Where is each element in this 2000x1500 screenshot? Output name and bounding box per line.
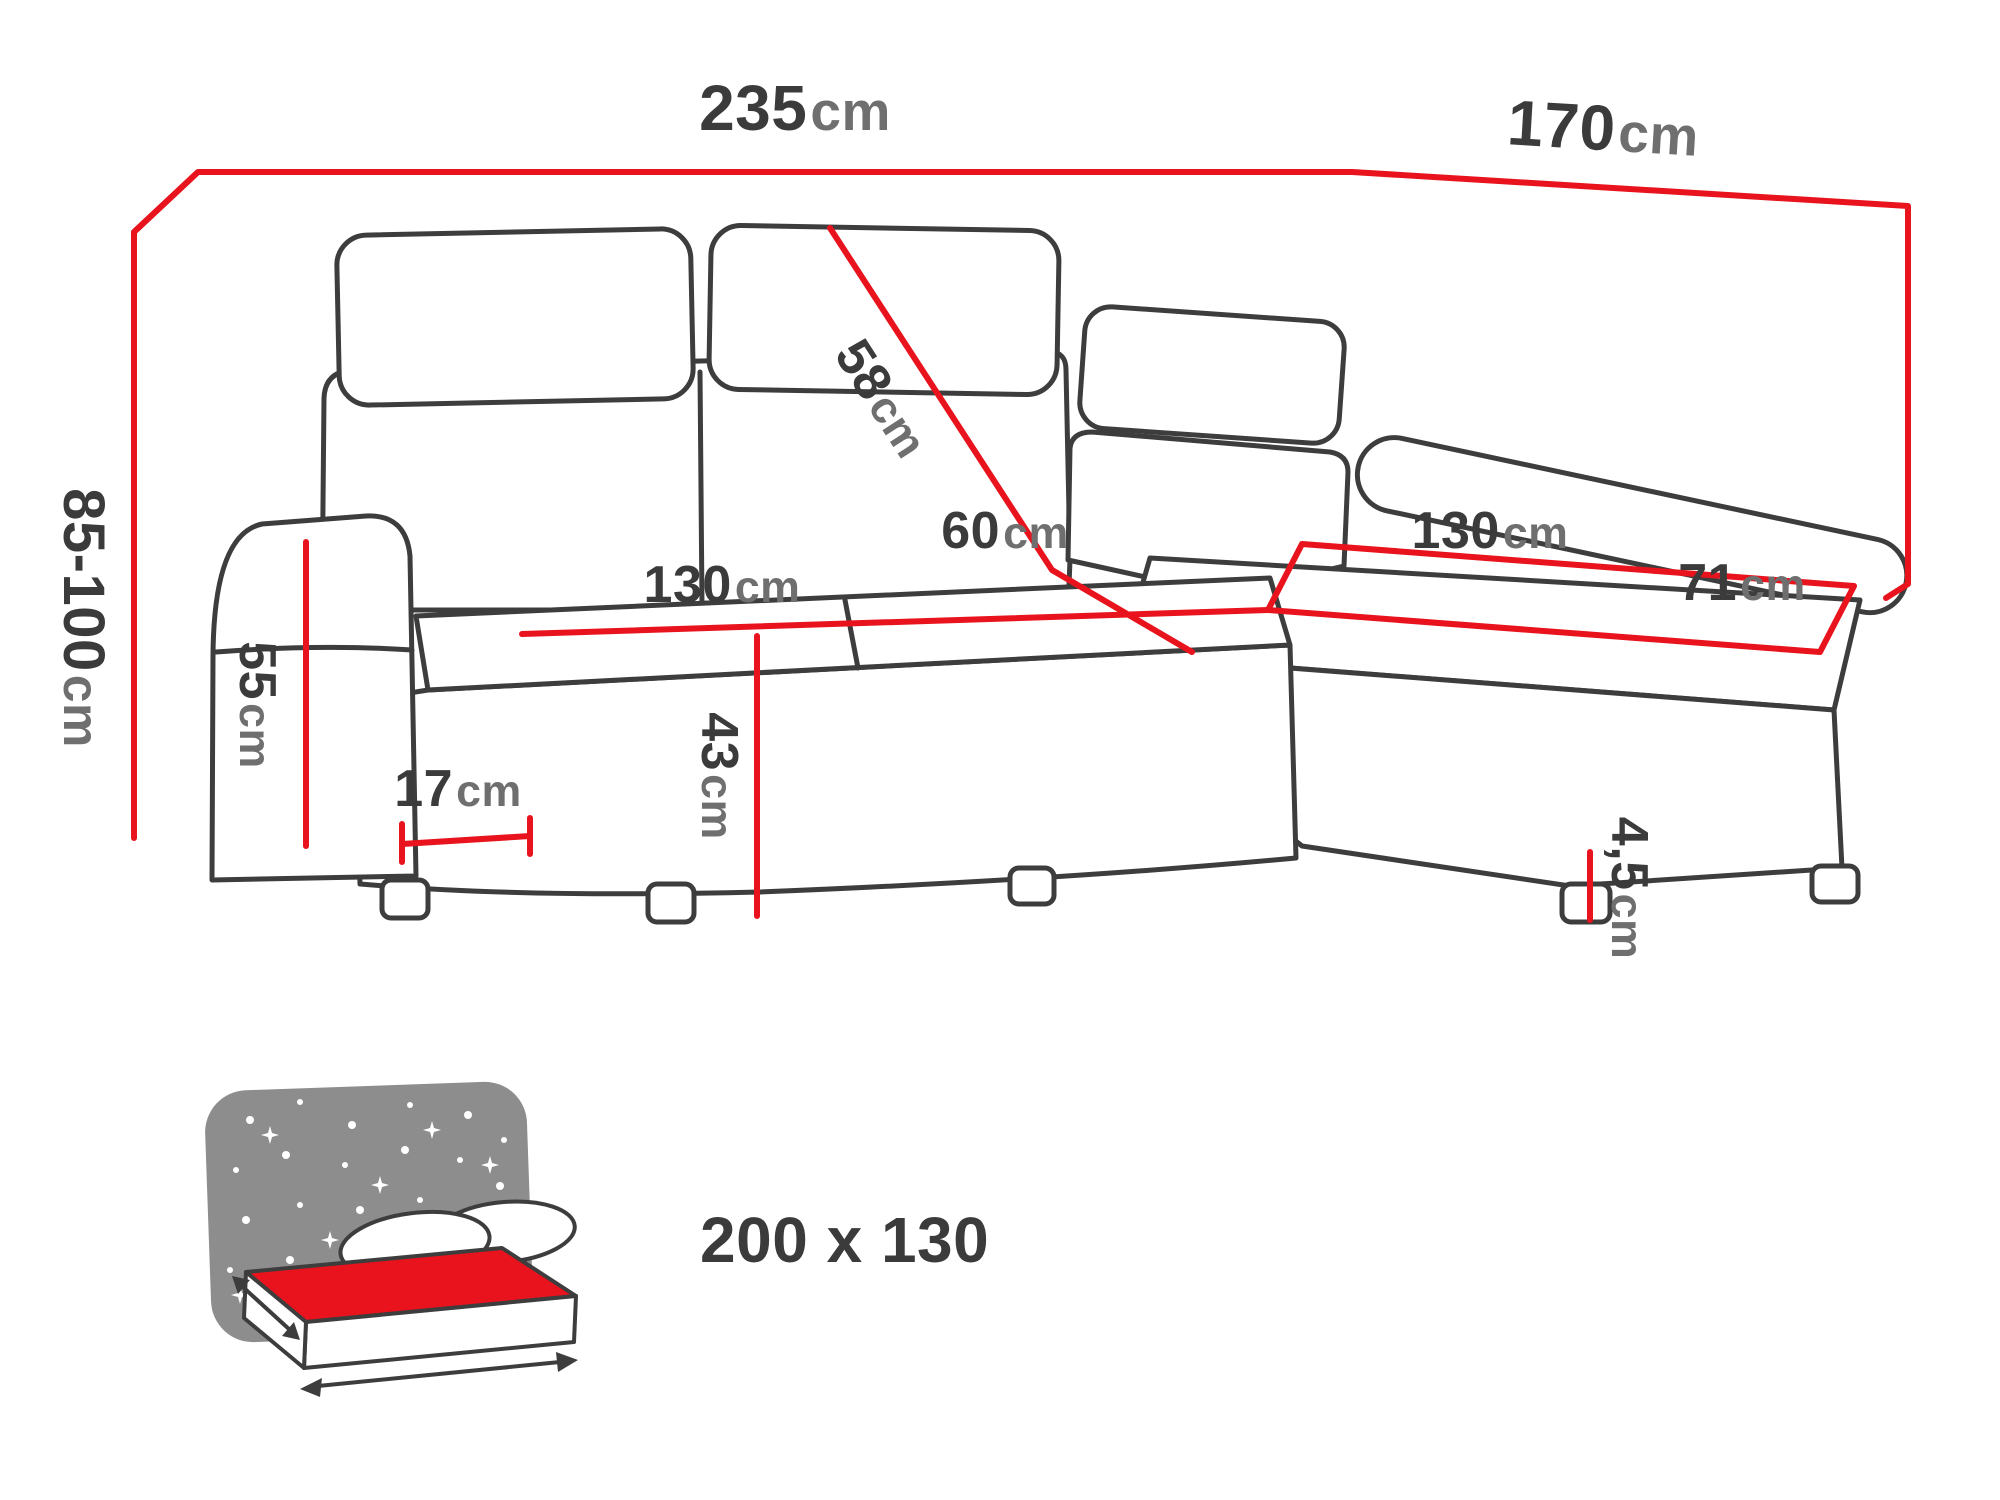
sleeping-function-icon (205, 1081, 578, 1397)
dim-line-width-and-height (131, 169, 1355, 841)
label-seat-width: 130cm (644, 556, 801, 614)
depth-arrow (242, 1286, 292, 1332)
chaise-leg-left (1559, 881, 1613, 925)
label-total-depth: 170cm (1505, 86, 1701, 170)
mattress-left-face (242, 1270, 308, 1370)
sofa-leg-left (379, 877, 431, 921)
dim-line-chaise (1265, 541, 1857, 655)
stars (227, 1099, 508, 1311)
label-total-width: 235cm (699, 72, 891, 144)
sleeping-size-label: 200 x 130 (700, 1204, 989, 1276)
dim-line-seat-width (519, 607, 1271, 637)
label-seat-height: 43cm (690, 712, 748, 839)
sofa-leg-middle (645, 881, 697, 925)
dim-line-armrest-width (399, 815, 533, 865)
armrest (209, 513, 419, 883)
seat-base-front (351, 642, 1299, 897)
dimension-lines (131, 169, 1911, 923)
label-chaise-length: 130cm (1412, 502, 1569, 560)
fold-out-bed (232, 1199, 578, 1397)
label-seat-depth: 60cm (941, 502, 1068, 560)
chaise-leg-right (1809, 863, 1861, 905)
label-chaise-width: 71cm (1678, 554, 1805, 612)
dim-line-backrest-and-seatdepth (827, 225, 1195, 655)
sofa-leg-right (1007, 865, 1057, 907)
depth-arrow-heads (232, 1276, 300, 1340)
sofa-outline (209, 222, 1910, 925)
label-leg-height: 4,5cm (1600, 817, 1658, 959)
label-armrest-height: 55cm (228, 641, 286, 768)
width-arrow (316, 1360, 562, 1388)
dim-line-depth (1349, 169, 1911, 601)
seat-cushion-seam (842, 597, 861, 671)
label-armrest-width: 17cm (394, 760, 521, 818)
armrest-seam (213, 644, 415, 655)
headrest-left-icon (334, 226, 696, 408)
headrest-corner-icon (1077, 304, 1347, 446)
dimension-labels: 235cm 170cm 85-100cm 58cm 60cm 130cm 130… (51, 72, 1805, 959)
backrest-seam (697, 369, 705, 609)
label-total-height: 85-100cm (51, 488, 116, 748)
